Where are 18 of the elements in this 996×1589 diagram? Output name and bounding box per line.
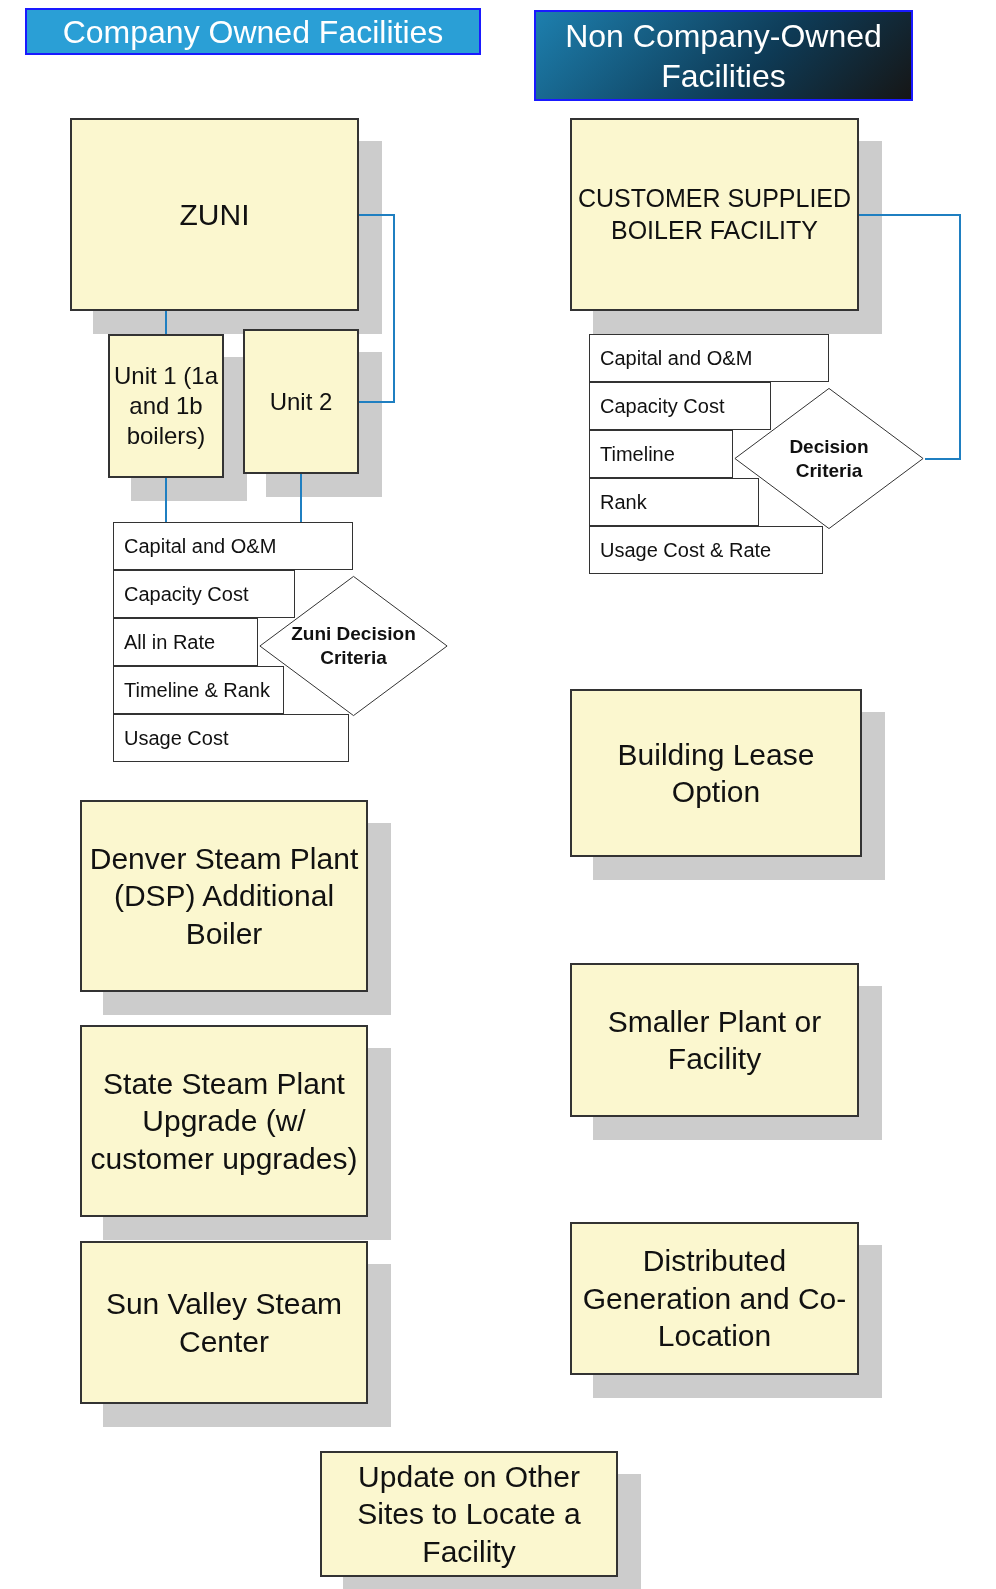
connector-line xyxy=(858,214,961,460)
criteria-row: All in Rate xyxy=(113,618,258,666)
criteria-row: Capacity Cost xyxy=(113,570,295,618)
connector-line xyxy=(165,477,167,523)
banner: Company Owned Facilities xyxy=(25,8,481,55)
criteria-row: Timeline xyxy=(589,430,733,478)
decision-diamond: Decision Criteria xyxy=(733,387,925,530)
connector-line xyxy=(358,214,395,403)
criteria-row: Usage Cost & Rate xyxy=(589,526,823,574)
criteria-row: Timeline & Rank xyxy=(113,666,284,714)
criteria-row: Capital and O&M xyxy=(113,522,353,570)
criteria-row: Rank xyxy=(589,478,759,526)
criteria-row: Capacity Cost xyxy=(589,382,771,430)
criteria-row: Capital and O&M xyxy=(589,334,829,382)
connector-line xyxy=(165,310,167,335)
connector-line xyxy=(300,473,302,523)
criteria-row: Usage Cost xyxy=(113,714,349,762)
banner: Non Company-Owned Facilities xyxy=(534,10,913,101)
